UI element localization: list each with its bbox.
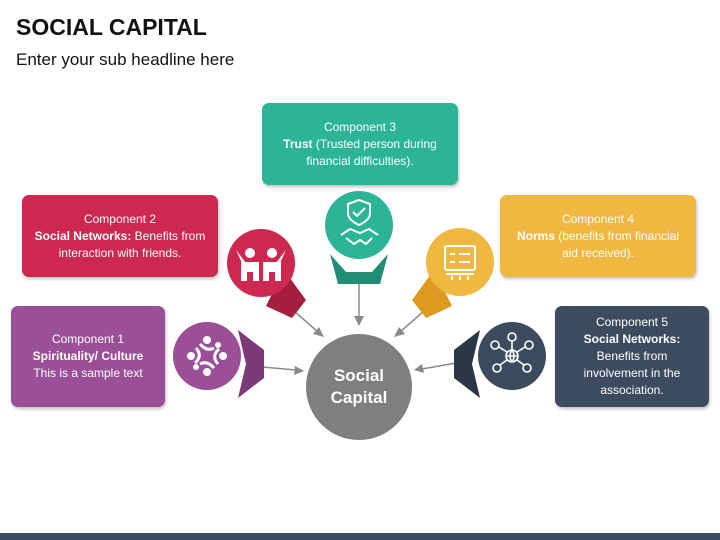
component-2-bold: Social Networks: bbox=[34, 228, 132, 243]
component-3-text: (Trusted person during financial difficu… bbox=[306, 136, 437, 168]
network-icon bbox=[490, 332, 534, 373]
component-2-text: Benefits from interaction with friends. bbox=[58, 228, 206, 260]
page-title: SOCIAL CAPITAL bbox=[16, 14, 207, 40]
arrow-head-2 bbox=[313, 327, 324, 337]
component-1-bold: Spirituality/ Culture bbox=[32, 349, 144, 363]
icon-circle-component-2 bbox=[227, 229, 295, 297]
page-subtitle: Enter your sub headline here bbox=[16, 50, 235, 69]
arrow-component-2 bbox=[293, 310, 319, 333]
component-5-text: Benefits from involvement in the associa… bbox=[583, 349, 681, 397]
people-circle-icon bbox=[187, 336, 227, 376]
chevron-component-3 bbox=[330, 254, 388, 284]
component-3-box: Component 3 Trust (Trusted person during… bbox=[262, 103, 458, 185]
component-2-heading: Component 2 bbox=[83, 211, 157, 226]
arrow-head-4 bbox=[394, 327, 405, 337]
component-4-body: Norms (benefits from financial aid recei… bbox=[508, 228, 688, 262]
component-2-body: Social Networks: Benefits from interacti… bbox=[30, 228, 210, 262]
chevron-component-2 bbox=[266, 270, 306, 318]
friends-icon bbox=[236, 248, 286, 281]
footer-bar bbox=[0, 533, 720, 540]
arrows bbox=[261, 284, 457, 371]
center-label: Social Capital bbox=[306, 334, 412, 440]
handshake-shield-icon bbox=[340, 198, 379, 246]
arrow-component-1 bbox=[261, 366, 297, 371]
arrow-component-4 bbox=[399, 310, 425, 333]
component-1-heading: Component 1 bbox=[51, 332, 125, 346]
component-4-bold: Norms bbox=[516, 228, 555, 243]
component-4-box: Component 4 Norms (benefits from financi… bbox=[500, 195, 696, 277]
center-label-line1: Social bbox=[333, 366, 385, 385]
presentation-board-icon bbox=[444, 245, 476, 280]
component-5-box: Component 5 Social Networks: Benefits fr… bbox=[555, 306, 709, 407]
arrow-head-1 bbox=[294, 366, 304, 375]
arrow-component-5 bbox=[421, 362, 457, 370]
chevron-component-5 bbox=[454, 330, 480, 398]
component-4-heading: Component 4 bbox=[561, 211, 635, 226]
component-3-body: Trust (Trusted person during financial d… bbox=[270, 136, 450, 170]
component-2-box: Component 2 Social Networks: Benefits fr… bbox=[22, 195, 218, 277]
component-1-text: This is a sample text bbox=[33, 366, 143, 380]
component-4-text: (benefits from financial aid received). bbox=[554, 228, 680, 260]
component-1-box: Component 1 Spirituality/ Culture This i… bbox=[11, 306, 165, 407]
component-3-heading: Component 3 bbox=[323, 119, 397, 134]
center-circle bbox=[306, 334, 412, 440]
component-5-bold: Social Networks: bbox=[583, 332, 681, 346]
arrow-head-5 bbox=[414, 364, 424, 373]
component-3-bold: Trust bbox=[283, 136, 313, 151]
arrow-heads bbox=[294, 316, 424, 375]
chevron-component-1 bbox=[238, 330, 264, 398]
icon-circle-component-1 bbox=[173, 322, 241, 390]
component-5-heading: Component 5 bbox=[595, 315, 669, 329]
center-label-line2: Capital bbox=[330, 388, 388, 407]
arrow-head-3 bbox=[354, 316, 364, 326]
chevron-component-4 bbox=[412, 270, 452, 318]
